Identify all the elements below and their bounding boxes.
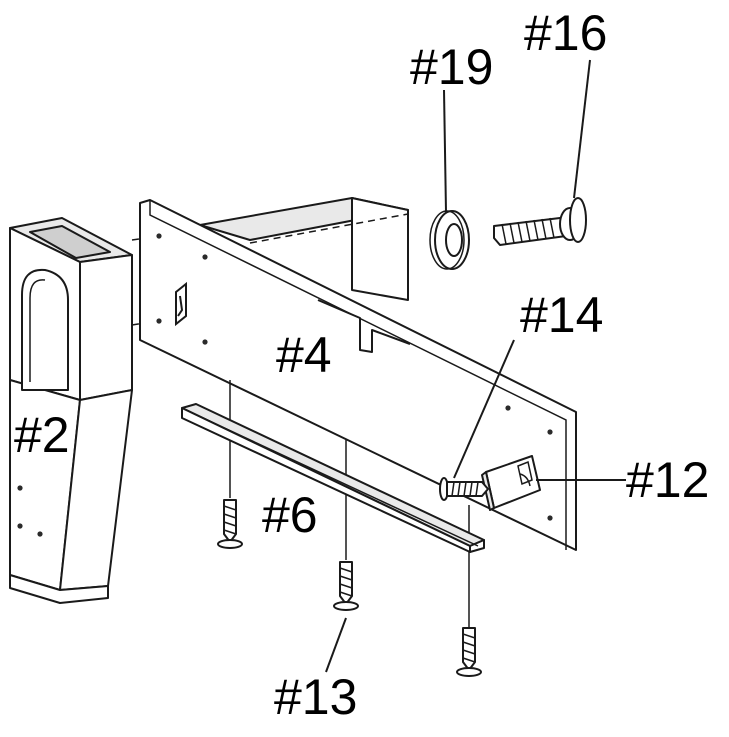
rail-part-4 [139, 197, 577, 551]
leg-part-2 [9, 217, 133, 604]
label-part-12: #12 [626, 452, 710, 508]
label-part-19: #19 [410, 39, 494, 95]
wood-screws-part-13 [217, 499, 482, 677]
washer-part-19 [429, 210, 470, 270]
label-part-2: #2 [14, 407, 70, 463]
label-part-4: #4 [276, 327, 332, 383]
leader-part-14 [453, 339, 515, 479]
label-part-6: #6 [262, 487, 318, 543]
leader-part-16 [573, 59, 591, 199]
angle-strip-part-6 [181, 403, 485, 553]
screw-part-14 [439, 477, 489, 501]
leader-part-13 [325, 617, 347, 673]
leader-part-19 [443, 89, 447, 213]
label-part-13: #13 [274, 669, 358, 725]
label-part-16: #16 [524, 5, 608, 61]
label-part-14: #14 [520, 287, 604, 343]
clip-part-12 [481, 455, 541, 511]
bolt-part-16 [493, 197, 587, 246]
